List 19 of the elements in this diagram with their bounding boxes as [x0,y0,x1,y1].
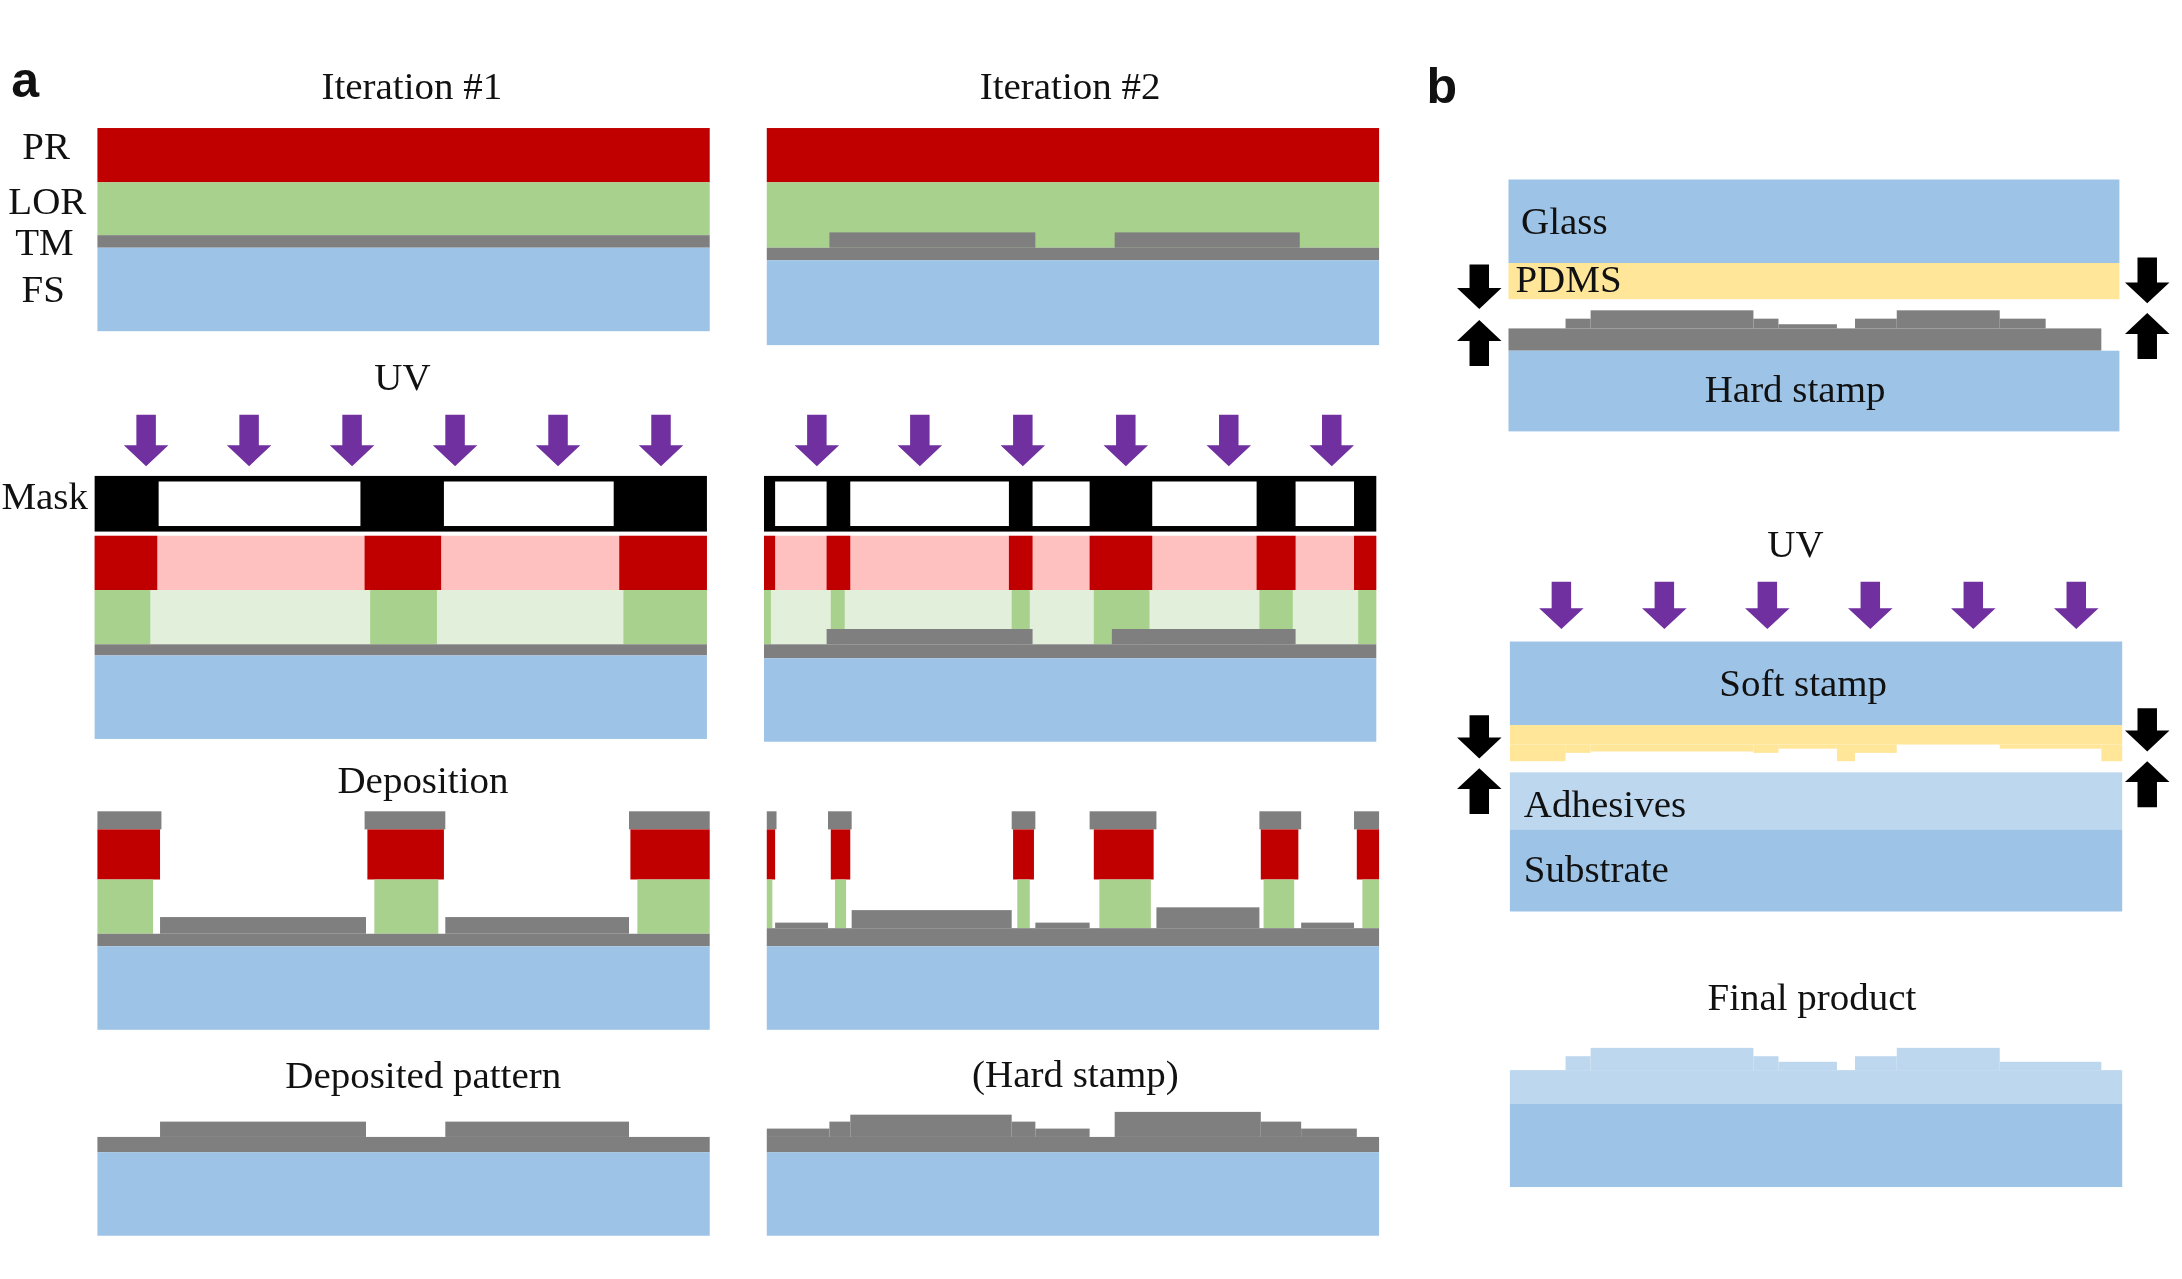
step-label: Deposited pattern [285,1053,562,1098]
step-label: UV [374,354,431,400]
column-title: Iteration #2 [979,64,1161,109]
layer-label: PR [22,123,70,169]
layer-label: Substrate [1523,847,1669,892]
step-label: Final product [1707,975,1917,1021]
panel-letter: a [11,52,39,109]
step-label: (Hard stamp) [972,1052,1179,1097]
layer-label: Mask [1,474,88,520]
layer-label: Hard stamp [1704,367,1886,412]
step-label: Deposition [337,758,509,803]
column-title: Iteration #1 [321,64,503,109]
layer-label: Glass [1521,199,1608,244]
layer-label: PDMS [1515,257,1622,302]
step-label: UV [1767,521,1824,567]
layer-label: Adhesives [1523,782,1687,827]
panel-letter: b [1426,58,1457,115]
layer-label: Soft stamp [1719,661,1888,706]
layer-label: FS [21,267,65,312]
